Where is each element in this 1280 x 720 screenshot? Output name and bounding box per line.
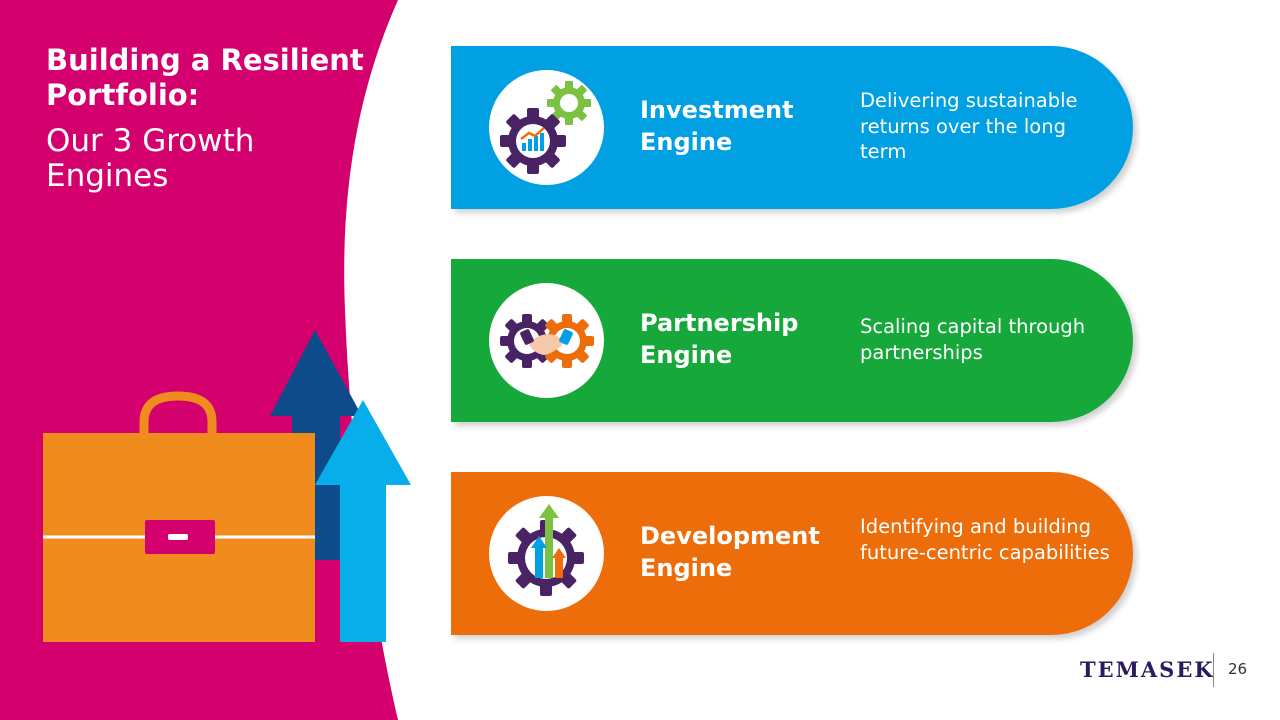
engine-description: Scaling capital through partnerships: [860, 315, 1086, 364]
engine-description: Identifying and building future-centric …: [860, 515, 1110, 564]
engine-name: Development Engine: [640, 522, 820, 582]
slide-title: Building a Resilient Portfolio:: [46, 43, 364, 112]
partnership-icon-circle: [489, 283, 604, 398]
investment-icon-circle: [489, 70, 604, 185]
slide-subtitle: Our 3 Growth Engines: [46, 123, 255, 194]
engine-name: Partnership Engine: [640, 309, 799, 369]
investment-gears-icon: [500, 81, 591, 174]
briefcase-arrows-illustration: [43, 330, 411, 642]
handshake-gears-icon: [500, 314, 594, 368]
partnership-engine-card: Partnership Engine Scaling capital throu…: [451, 259, 1133, 422]
engine-description: Delivering sustainable returns over the …: [860, 89, 1078, 163]
development-engine-card: Development Engine Identifying and build…: [451, 472, 1133, 635]
growth-gear-icon: [508, 504, 584, 596]
page-number: 26: [1228, 660, 1248, 678]
briefcase-icon: [43, 391, 315, 642]
engine-name: Investment Engine: [640, 96, 794, 156]
investment-engine-card: Investment Engine Delivering sustainable…: [451, 46, 1133, 209]
footer-divider: [1213, 653, 1214, 687]
light-arrow-icon: [315, 400, 411, 642]
temasek-logo: TEMASEK: [1080, 657, 1215, 682]
development-icon-circle: [489, 496, 604, 611]
